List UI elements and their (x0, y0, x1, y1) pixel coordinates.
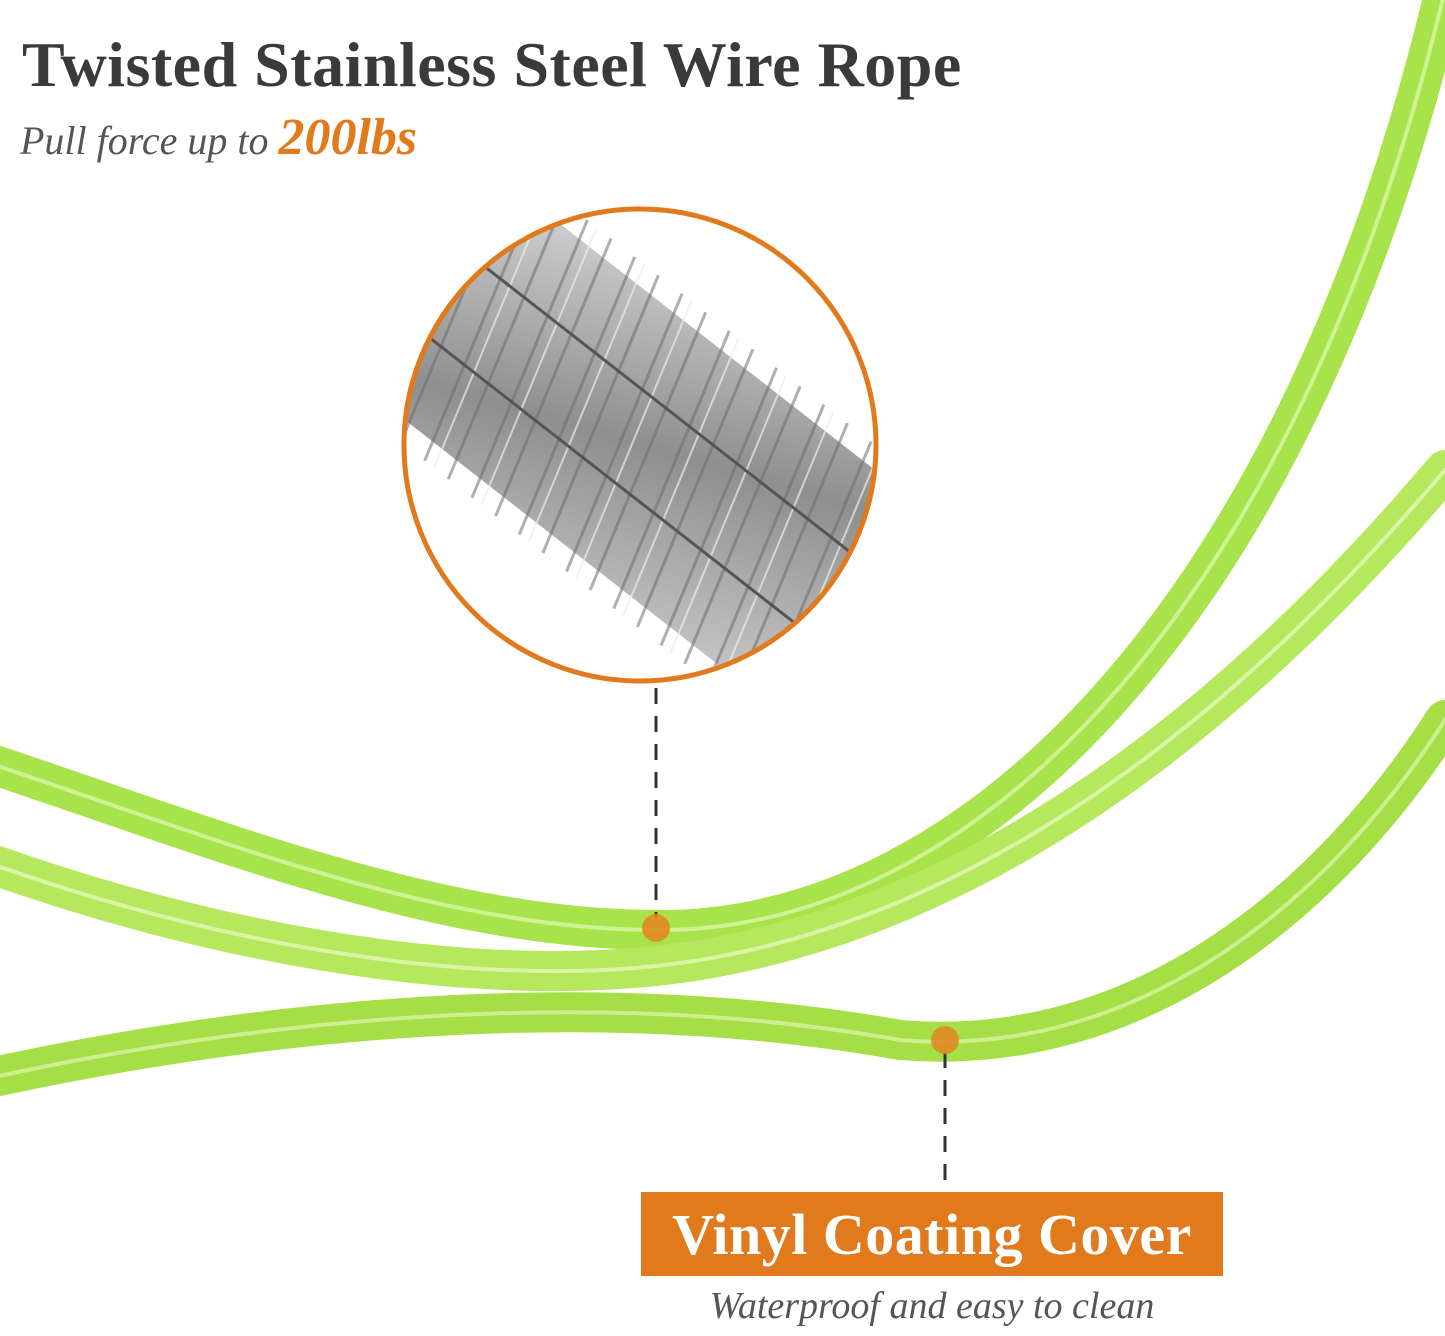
leader-dot-bottom (931, 1026, 959, 1054)
cable-middle (0, 450, 1445, 992)
leader-dot-top (642, 914, 670, 942)
cable-outer (0, 0, 1445, 951)
headline-subtitle: Pull force up to 200lbs (20, 108, 417, 167)
cable-lower (0, 700, 1445, 1097)
green-cables (0, 0, 1445, 1097)
vinyl-coating-badge: Vinyl Coating Cover (641, 1192, 1223, 1276)
badge-label: Vinyl Coating Cover (672, 1201, 1192, 1267)
magnifier-circle (401, 206, 879, 684)
steel-wire-closeup (406, 211, 874, 679)
subtitle-prefix: Pull force up to (20, 118, 279, 163)
badge-caption: Waterproof and easy to clean (709, 1285, 1155, 1327)
pull-force-value: 200lbs (278, 109, 418, 166)
magnifier-ring (401, 206, 879, 684)
callout-leaders (642, 688, 959, 1188)
headline-title: Twisted Stainless Steel Wire Rope (22, 29, 962, 100)
